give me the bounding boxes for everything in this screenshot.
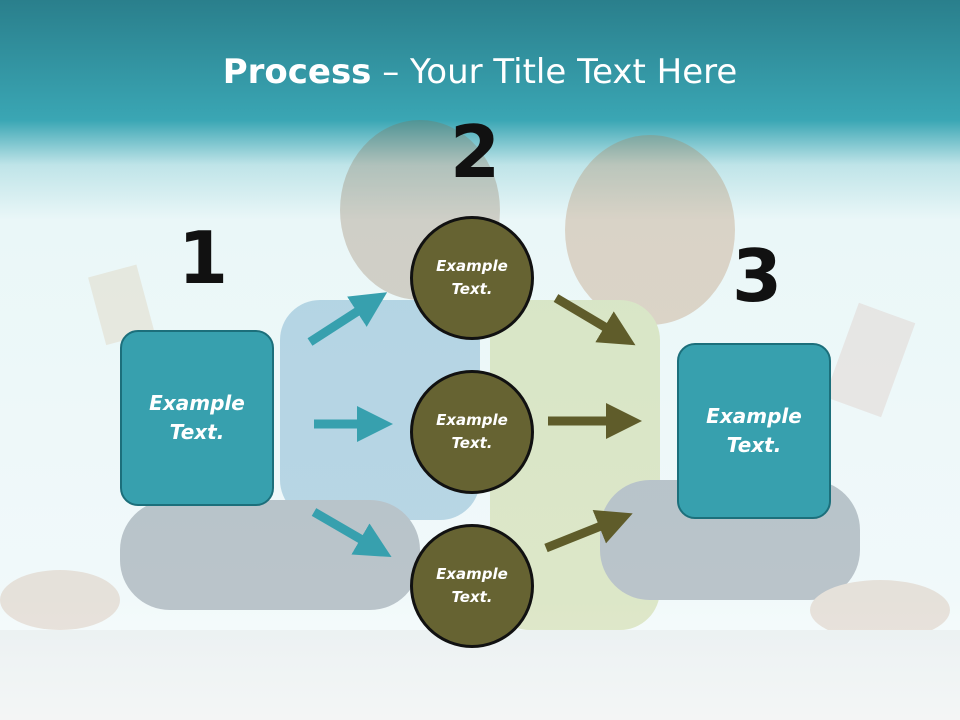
step-3-box[interactable]: Example Text.	[677, 343, 831, 519]
step-1-box[interactable]: Example Text.	[120, 330, 274, 506]
circle-top-text: Example Text.	[436, 257, 508, 298]
circle-middle-text: Example Text.	[436, 411, 508, 452]
title-strong: Process	[222, 52, 372, 92]
step-number-1: 1	[178, 216, 229, 300]
step-number-2: 2	[450, 110, 501, 194]
circle-middle[interactable]: Example Text.	[410, 370, 534, 494]
step-1-text: Example Text.	[149, 391, 245, 444]
circle-top[interactable]: Example Text.	[410, 216, 534, 340]
slide-title: Process – Your Title Text Here	[0, 52, 960, 92]
title-rest: – Your Title Text Here	[371, 52, 738, 92]
step-3-text: Example Text.	[706, 404, 802, 457]
circle-bottom-text: Example Text.	[436, 565, 508, 606]
step-number-3: 3	[732, 234, 783, 318]
circle-bottom[interactable]: Example Text.	[410, 524, 534, 648]
